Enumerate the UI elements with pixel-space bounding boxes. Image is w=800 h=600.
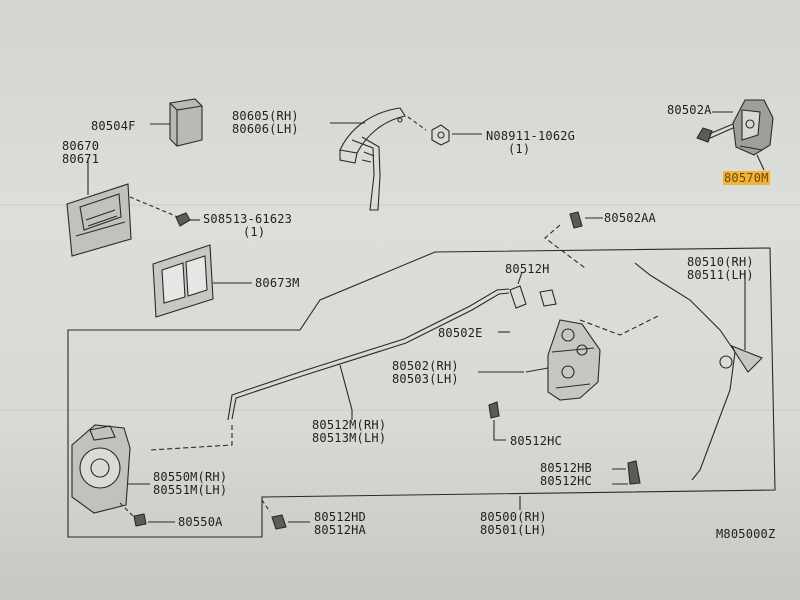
label-80605: 80605(RH)80606(LH) <box>232 109 299 136</box>
part-clip-80512HD <box>271 514 287 530</box>
label-80512HC-a: 80512HC <box>510 434 562 448</box>
label-80504F: 80504F <box>91 119 136 133</box>
part-remote-housing-80550M <box>71 424 131 514</box>
part-bracket-80605 <box>339 107 406 211</box>
label-80510: 80510(RH)80511(LH) <box>687 255 754 282</box>
part-screw-80550A <box>133 513 147 527</box>
part-pad-80504F <box>169 98 203 147</box>
part-inside-handle-80670 <box>66 183 132 257</box>
part-clip-80512HC <box>488 401 500 419</box>
label-80570M: 80570M <box>723 171 770 185</box>
label-80500: 80500(RH)80501(LH) <box>480 510 547 537</box>
label-80550A: 80550A <box>178 515 223 529</box>
part-clip-80512HB <box>627 460 641 485</box>
label-80502AA: 80502AA <box>604 211 656 225</box>
label-08513: S08513-61623(1) <box>203 212 293 239</box>
label-80502: 80502(RH)80503(LH) <box>392 359 459 386</box>
part-escutcheon-80673M <box>152 244 214 318</box>
label-80502A: 80502A <box>667 103 712 117</box>
label-80673M: 80673M <box>255 276 300 290</box>
part-bolt-80502A <box>696 123 734 143</box>
label-80512H: 80512H <box>505 262 550 276</box>
part-clip-80512H <box>509 285 557 309</box>
drawing-code: M805000Z <box>716 527 776 541</box>
label-80550M: 80550M(RH)80551M(LH) <box>153 470 228 497</box>
assembly-outline <box>67 247 776 538</box>
rod-80512M <box>227 288 510 421</box>
part-latch-80570M <box>732 99 774 156</box>
part-screw <box>175 212 200 227</box>
part-nut <box>431 124 450 146</box>
part-door-lock-80502 <box>525 319 601 401</box>
label-08911: N08911-1062G(1) <box>486 129 576 156</box>
label-80512M: 80512M(RH)80513M(LH) <box>312 418 387 445</box>
label-80502E: 80502E <box>438 326 483 340</box>
part-clip-80502AA <box>569 211 583 229</box>
rod-80510 <box>634 262 736 481</box>
